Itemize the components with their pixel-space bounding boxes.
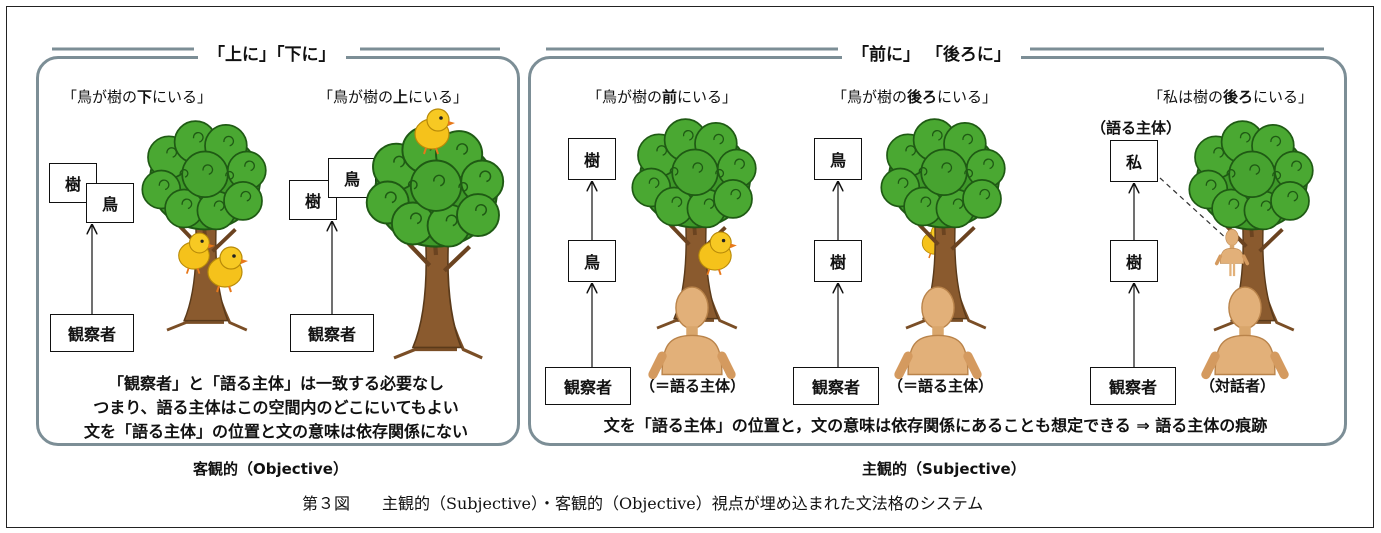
box-observer-1: 観察者 [50, 314, 134, 352]
objective-panel-title: 「上に」「下に」 [198, 40, 346, 65]
box-tree-front: 樹 [568, 138, 616, 180]
tree-illustration-1 [140, 119, 268, 332]
box-observer-behind: 観察者 [793, 367, 879, 405]
box-bird-front: 鳥 [568, 240, 616, 282]
mannequin-illustration-2 [899, 287, 977, 374]
objective-note-1: 「観察者」と「語る主体」は一致する必要なし [107, 374, 444, 393]
interlocutor-label: （対話者） [1200, 377, 1276, 395]
mannequin-illustration-1 [653, 287, 731, 374]
box-tree-me: 樹 [1110, 240, 1158, 282]
box-bird-1: 鳥 [86, 183, 134, 223]
box-observer-front: 観察者 [545, 367, 631, 405]
small-figure-behind-tree [1214, 227, 1250, 277]
tree-illustration-2 [367, 127, 504, 358]
speaker-label: （語る主体） [1091, 119, 1182, 137]
box-me: 私 [1110, 140, 1158, 182]
box-observer-me: 観察者 [1090, 367, 1176, 405]
quote-me-behind-tree: 「私は樹の後ろにいる」 [1148, 88, 1314, 106]
quote-bird-behind-tree: 「鳥が樹の後ろにいる」 [832, 88, 998, 106]
objective-note-2: つまり、語る主体はこの空間内のどこにいてもよい [93, 398, 459, 417]
dashed-line-me-to-figure [1159, 177, 1229, 241]
quote-bird-below-tree: 「鳥が樹の下にいる」 [62, 88, 213, 106]
box-tree-behind: 樹 [814, 240, 862, 282]
quote-bird-above-tree: 「鳥が樹の上にいる」 [318, 88, 469, 106]
eq-speaker-2: （＝語る主体） [888, 377, 994, 395]
subjective-note: 文を「語る主体」の位置と，文の意味は依存関係にあることも想定できる ⇒ 語る主体… [603, 416, 1268, 435]
eq-speaker-1: （＝語る主体） [640, 377, 746, 395]
box-bird-behind: 鳥 [814, 138, 862, 180]
mannequin-illustration-3 [1206, 287, 1284, 374]
objective-label: 客観的（Objective） [193, 460, 348, 478]
quote-bird-front-of-tree: 「鳥が樹の前にいる」 [587, 88, 738, 106]
subjective-label: 主観的（Subjective） [862, 460, 1026, 478]
figure-frame [6, 6, 1374, 528]
box-observer-2: 観察者 [290, 314, 374, 352]
figure-caption: 第３図 主観的（Subjective）・客観的（Objective）視点が埋め込… [302, 494, 984, 513]
objective-note-3: 文を「語る主体」の位置と文の意味は依存関係にない [83, 422, 468, 441]
subjective-panel-title: 「前に」 「後ろに」 [842, 40, 1021, 65]
